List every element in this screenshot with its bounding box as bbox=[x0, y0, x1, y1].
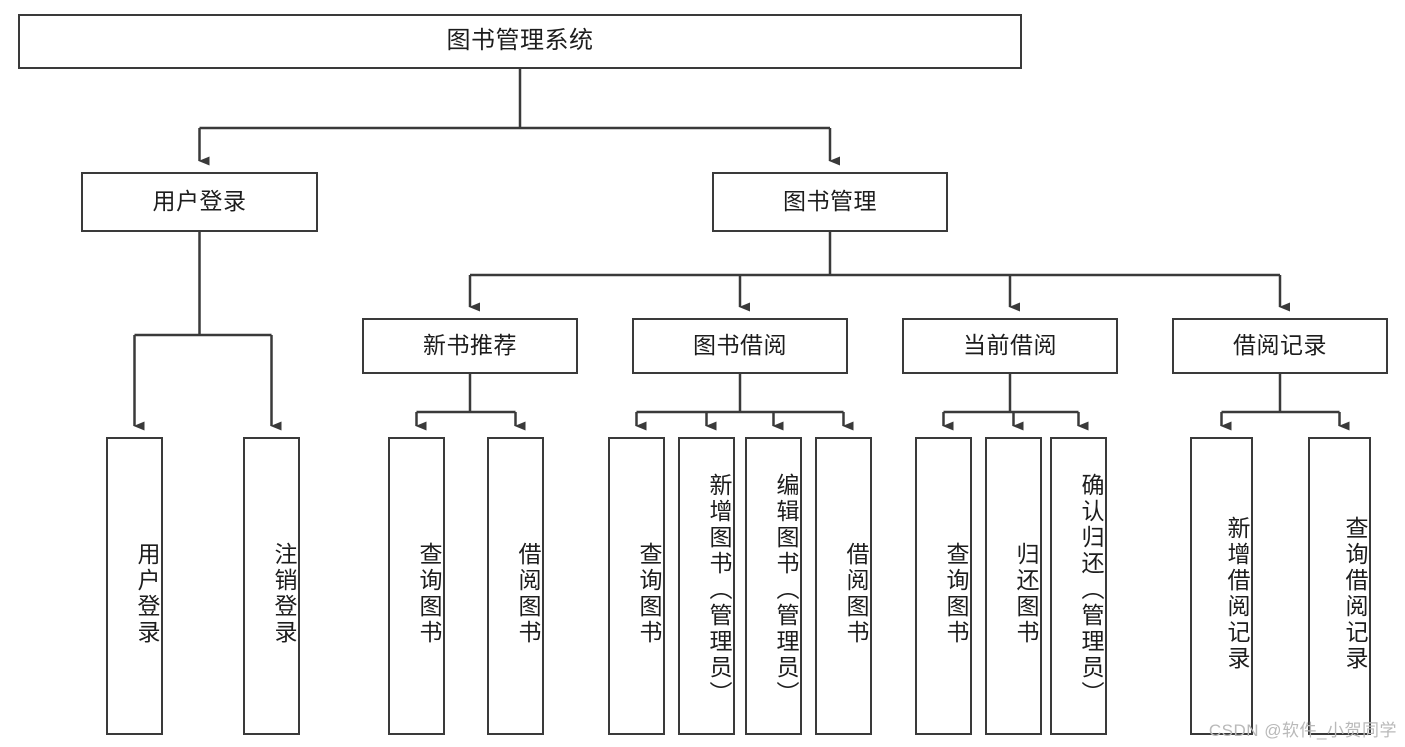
node-leaf-borrow-add-book[interactable]: 新增图书（管理员） bbox=[678, 437, 735, 735]
node-label: 图书借阅 bbox=[693, 332, 787, 359]
node-leaf-cur-query-book[interactable]: 查询图书 bbox=[915, 437, 972, 735]
node-book-borrow[interactable]: 图书借阅 bbox=[632, 318, 848, 374]
node-leaf-cur-return-book[interactable]: 归还图书 bbox=[985, 437, 1042, 735]
node-label: 用户登录 bbox=[134, 542, 160, 646]
node-leaf-user-login[interactable]: 用户登录 bbox=[106, 437, 163, 735]
node-leaf-cur-confirm-return[interactable]: 确认归还（管理员） bbox=[1050, 437, 1107, 735]
node-leaf-rec-query-book[interactable]: 查询图书 bbox=[388, 437, 445, 735]
node-label: 图书管理系统 bbox=[446, 27, 594, 55]
node-label: 确认归还（管理员） bbox=[1078, 473, 1104, 707]
node-new-book-rec[interactable]: 新书推荐 bbox=[362, 318, 578, 374]
node-label: 新书推荐 bbox=[423, 332, 517, 359]
node-user-login[interactable]: 用户登录 bbox=[81, 172, 318, 232]
node-label: 编辑图书（管理员） bbox=[773, 473, 799, 707]
node-leaf-rec-add-record[interactable]: 新增借阅记录 bbox=[1190, 437, 1253, 735]
node-root[interactable]: 图书管理系统 bbox=[18, 14, 1022, 69]
node-label: 新增借阅记录 bbox=[1224, 516, 1250, 672]
node-label: 注销登录 bbox=[271, 542, 297, 646]
node-leaf-rec-query-record[interactable]: 查询借阅记录 bbox=[1308, 437, 1371, 735]
node-leaf-borrow-query-book[interactable]: 查询图书 bbox=[608, 437, 665, 735]
node-leaf-rec-borrow-book[interactable]: 借阅图书 bbox=[487, 437, 544, 735]
node-book-manage[interactable]: 图书管理 bbox=[712, 172, 948, 232]
node-label: 归还图书 bbox=[1013, 542, 1039, 646]
node-label: 当前借阅 bbox=[963, 332, 1057, 359]
node-label: 新增图书（管理员） bbox=[706, 473, 732, 707]
node-label: 查询借阅记录 bbox=[1342, 516, 1368, 672]
node-label: 查询图书 bbox=[943, 542, 969, 646]
node-label: 查询图书 bbox=[636, 542, 662, 646]
node-leaf-borrow-edit-book[interactable]: 编辑图书（管理员） bbox=[745, 437, 802, 735]
watermark-text: CSDN @软件_小贺同学 bbox=[1208, 721, 1397, 740]
node-label: 借阅记录 bbox=[1233, 332, 1327, 359]
node-current-borrow[interactable]: 当前借阅 bbox=[902, 318, 1118, 374]
node-leaf-user-logout[interactable]: 注销登录 bbox=[243, 437, 300, 735]
node-label: 借阅图书 bbox=[515, 542, 541, 646]
node-borrow-record[interactable]: 借阅记录 bbox=[1172, 318, 1388, 374]
node-label: 借阅图书 bbox=[843, 542, 869, 646]
node-label: 图书管理 bbox=[783, 188, 877, 215]
node-label: 查询图书 bbox=[416, 542, 442, 646]
node-leaf-borrow-borrow-book[interactable]: 借阅图书 bbox=[815, 437, 872, 735]
node-label: 用户登录 bbox=[152, 188, 247, 215]
